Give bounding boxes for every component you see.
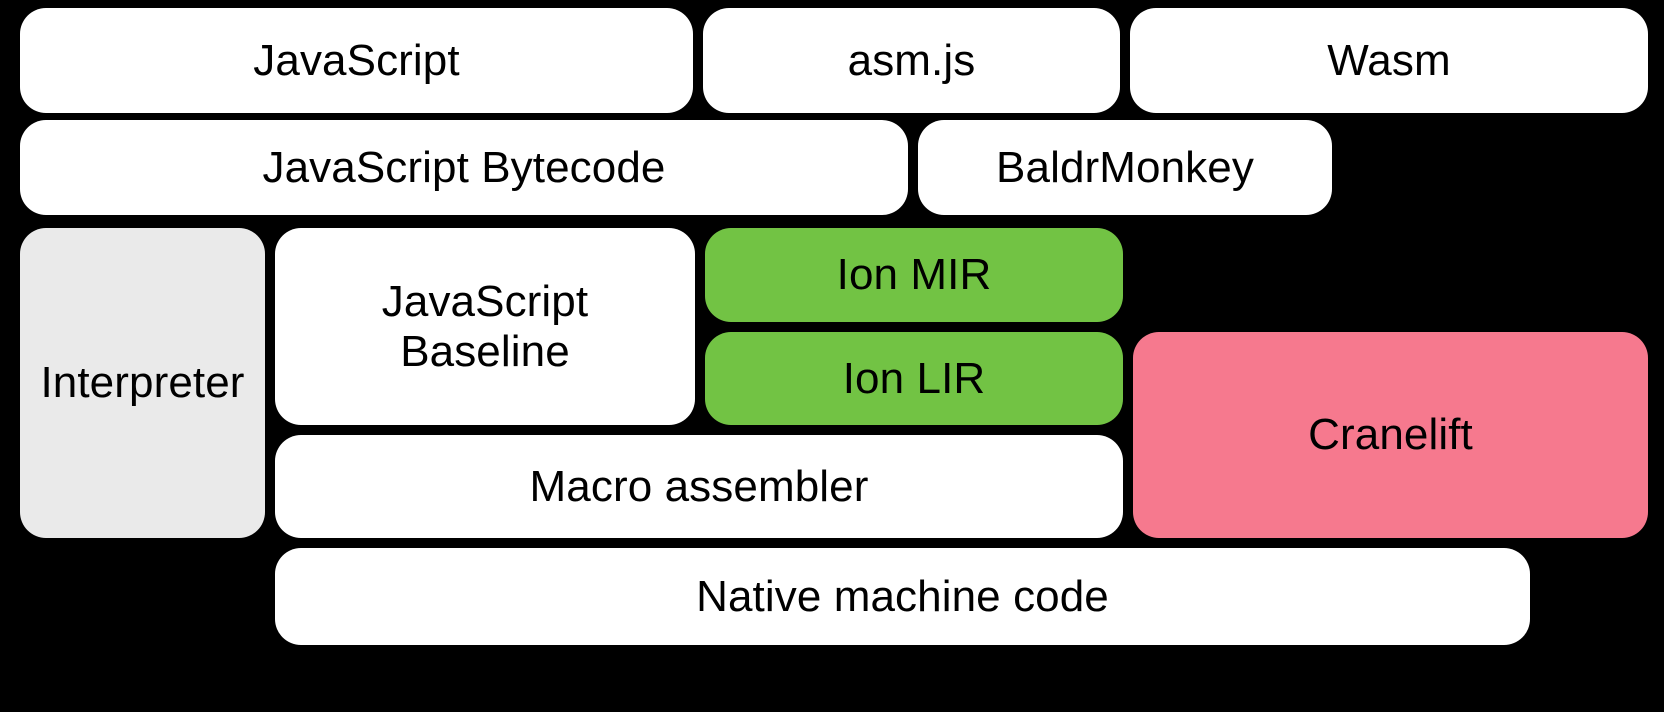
node-asm-js-source[interactable]: asm.js [703, 8, 1120, 113]
node-ion-lir[interactable]: Ion LIR [705, 332, 1123, 425]
node-macro-assembler[interactable]: Macro assembler [275, 435, 1123, 538]
node-javascript-source[interactable]: JavaScript [20, 8, 693, 113]
node-wasm-source[interactable]: Wasm [1130, 8, 1648, 113]
node-interpreter[interactable]: Interpreter [20, 228, 265, 538]
node-javascript-baseline[interactable]: JavaScript Baseline [275, 228, 695, 425]
node-native-machine-code[interactable]: Native machine code [275, 548, 1530, 645]
node-baldrmonkey[interactable]: BaldrMonkey [918, 120, 1332, 215]
node-ion-mir[interactable]: Ion MIR [705, 228, 1123, 322]
node-javascript-bytecode[interactable]: JavaScript Bytecode [20, 120, 908, 215]
node-cranelift[interactable]: Cranelift [1133, 332, 1648, 538]
